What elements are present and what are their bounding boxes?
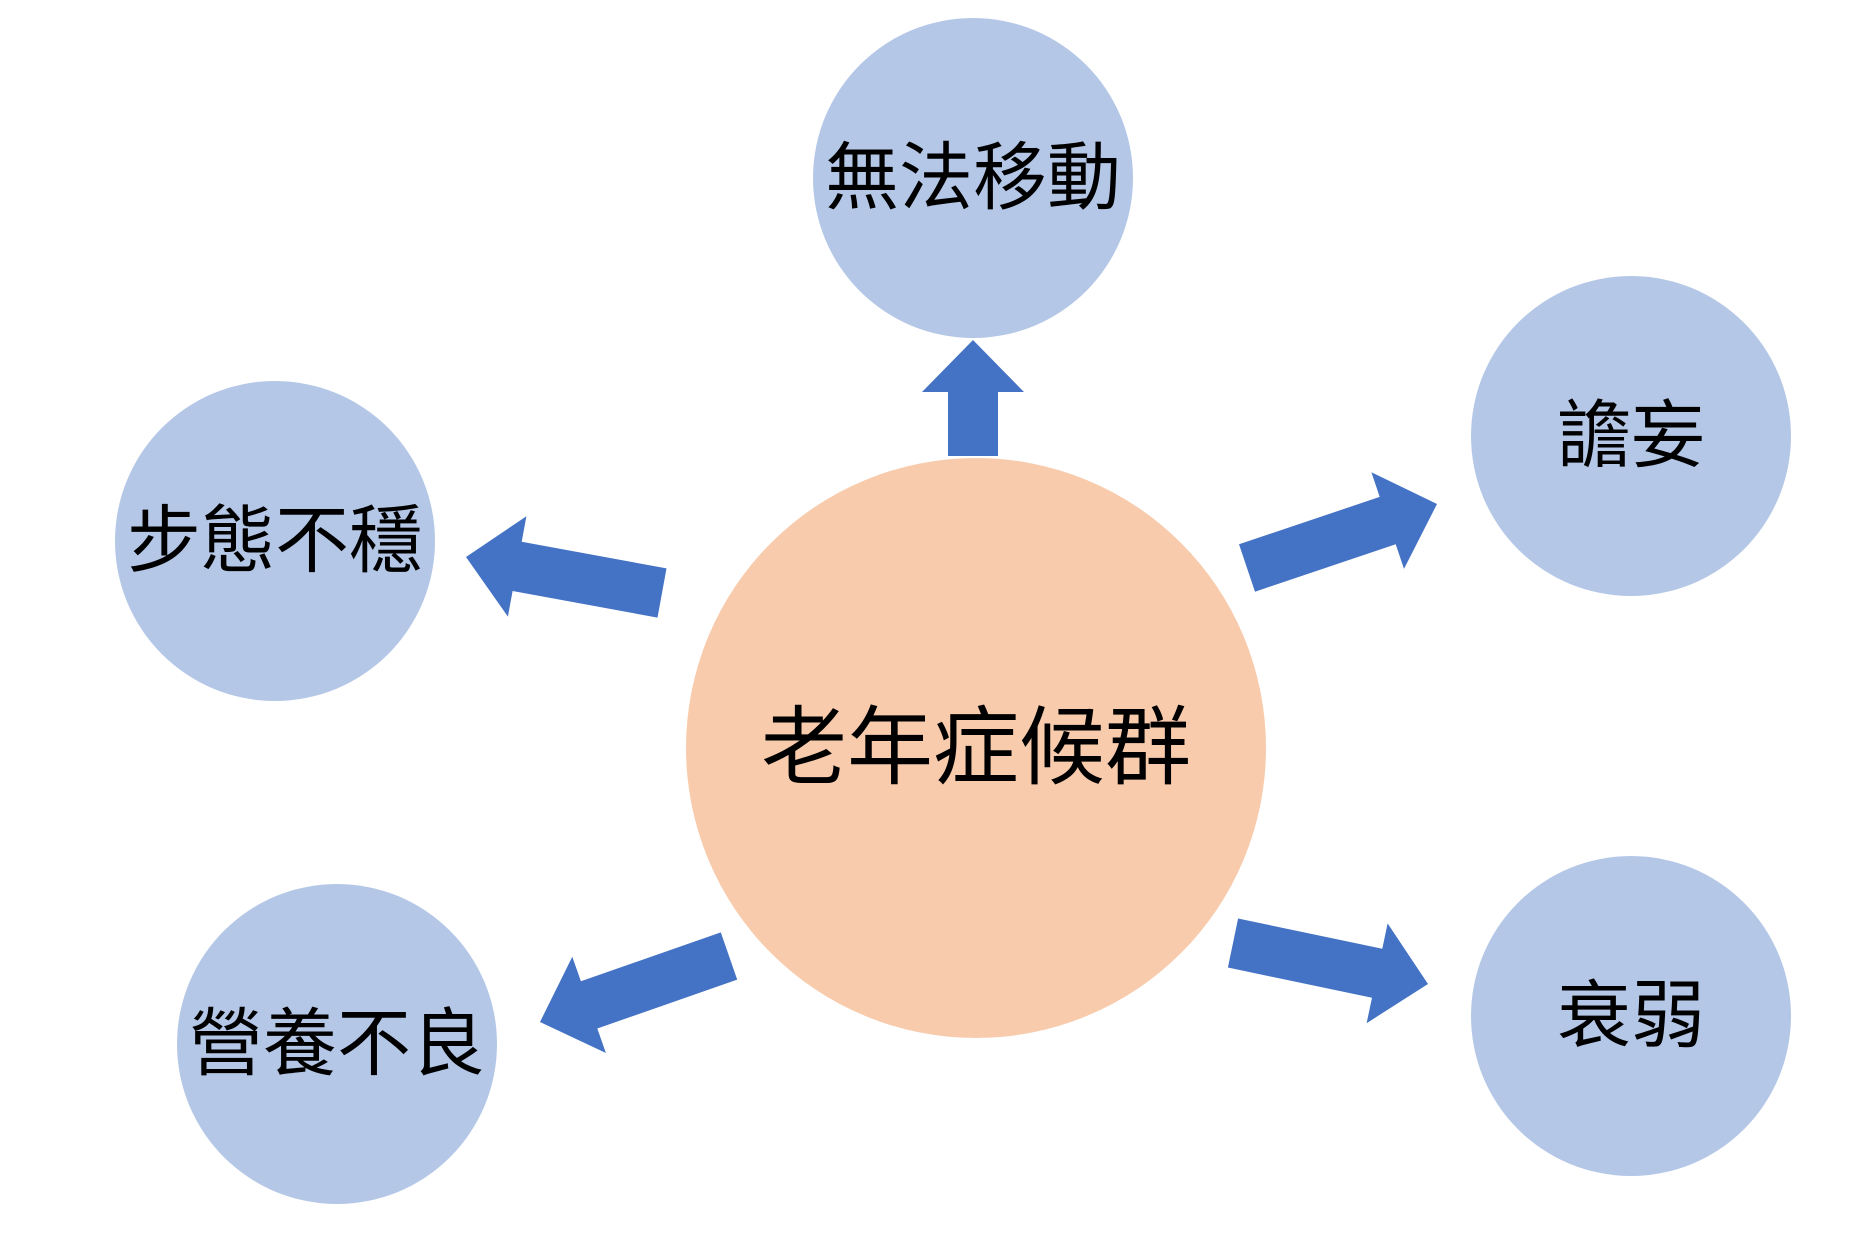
node-circle bbox=[1471, 856, 1791, 1176]
node-circle bbox=[115, 381, 435, 701]
node-frailty: 衰弱 bbox=[1471, 856, 1791, 1176]
node-label: 衰弱 bbox=[1557, 973, 1705, 1059]
node-label: 步態不穩 bbox=[127, 498, 423, 584]
node-unsteady-gait: 步態不穩 bbox=[115, 381, 435, 701]
arrow-to-delirium bbox=[1239, 472, 1437, 592]
center-circle bbox=[686, 458, 1266, 1038]
arrow-to-immobility bbox=[922, 340, 1024, 456]
node-delirium: 譫妄 bbox=[1471, 276, 1791, 596]
node-label: 營養不良 bbox=[189, 1001, 485, 1087]
node-malnutrition: 營養不良 bbox=[177, 884, 497, 1204]
node-label: 無法移動 bbox=[825, 135, 1121, 221]
node-circle bbox=[1471, 276, 1791, 596]
center-label: 老年症候群 bbox=[761, 698, 1191, 798]
arrow-to-unsteady-gait bbox=[466, 516, 667, 618]
node-circle bbox=[813, 18, 1133, 338]
node-label: 譫妄 bbox=[1557, 393, 1705, 479]
node-circle bbox=[177, 884, 497, 1204]
center-node: 老年症候群 bbox=[686, 458, 1266, 1038]
arrow-to-frailty bbox=[1227, 918, 1428, 1024]
arrow-to-malnutrition bbox=[540, 932, 738, 1053]
node-immobility: 無法移動 bbox=[813, 18, 1133, 338]
